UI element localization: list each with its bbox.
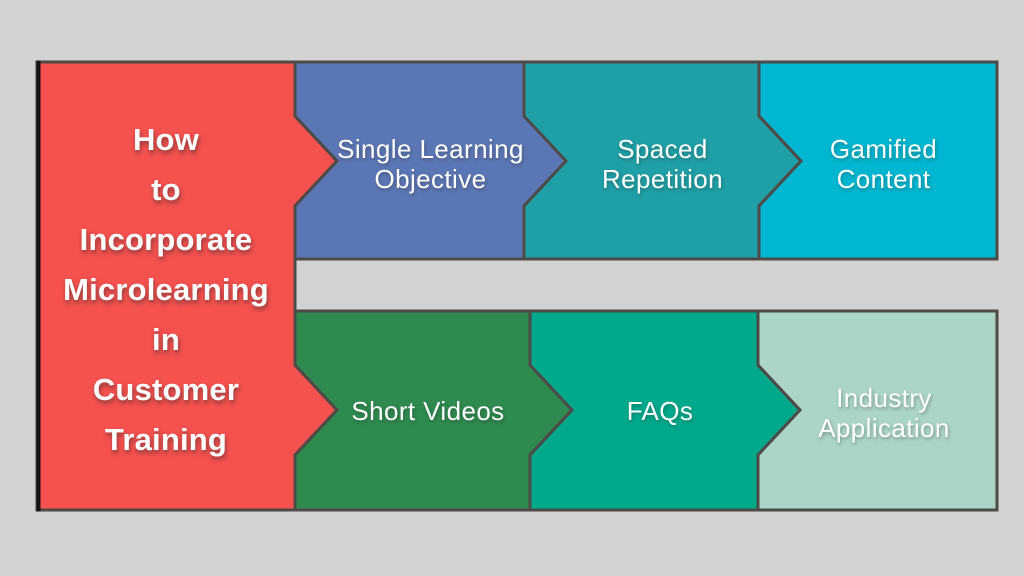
title-block-shape — [35, 60, 340, 512]
chevron-shape-gamified-content — [757, 60, 999, 261]
chevron-shape-industry-application — [756, 309, 999, 512]
